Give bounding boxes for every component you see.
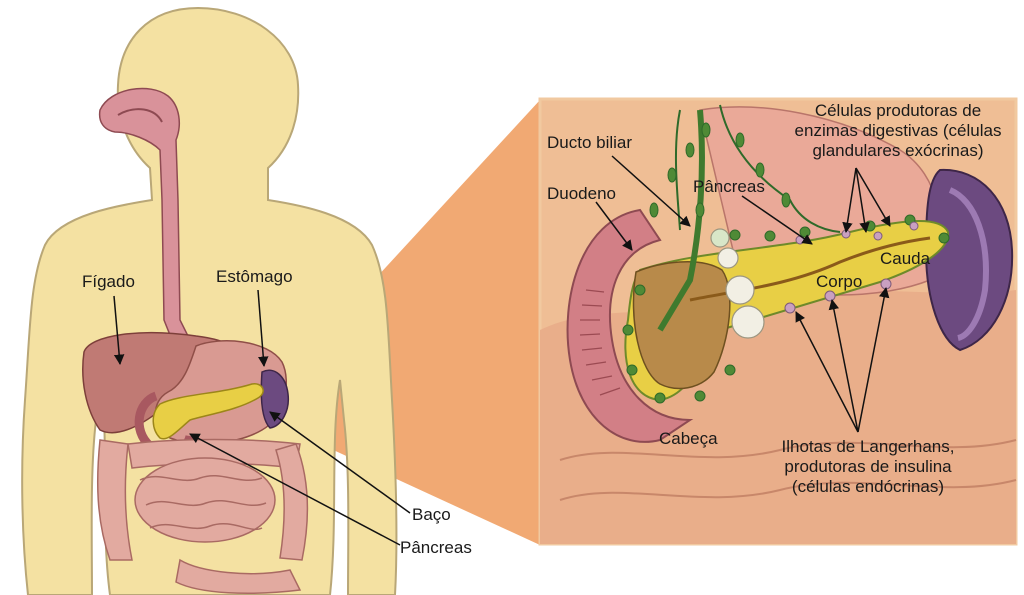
label-celulas-exocrinas: Células produtoras de enzimas digestivas… bbox=[794, 101, 1002, 160]
label-duodeno: Duodeno bbox=[547, 184, 617, 203]
label-ilhotas: Ilhotas de Langerhans, produtoras de ins… bbox=[781, 437, 955, 496]
intestines bbox=[96, 438, 309, 595]
label-pancreas-left: Pâncreas bbox=[400, 538, 472, 557]
label-ducto-biliar: Ducto biliar bbox=[547, 133, 633, 152]
label-estomago: Estômago bbox=[216, 267, 293, 286]
esophagus bbox=[98, 87, 192, 341]
spleen bbox=[260, 369, 290, 429]
label-cabeca: Cabeça bbox=[659, 429, 718, 448]
label-corpo: Corpo bbox=[816, 272, 863, 291]
detail-panel bbox=[538, 97, 1018, 546]
label-figado: Fígado bbox=[82, 272, 135, 291]
arrows bbox=[113, 155, 891, 546]
label-baco: Baço bbox=[412, 505, 451, 524]
label-cauda: Cauda bbox=[880, 249, 931, 268]
pancreas bbox=[152, 383, 264, 440]
label-pancreas-detail: Pâncreas bbox=[693, 177, 765, 196]
